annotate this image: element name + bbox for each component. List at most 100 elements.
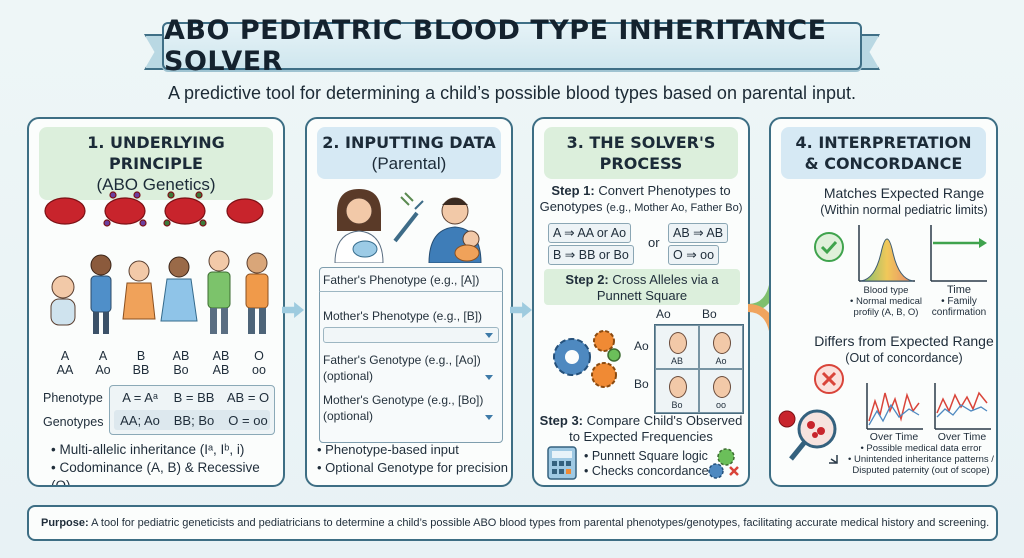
conversion-o: O ⇒ oo [668, 245, 720, 265]
step2-bg [544, 269, 740, 305]
panel-underlying-principle: 1. UNDERLYING PRINCIPLE (ABO Genetics) [27, 117, 285, 487]
punnett-cell: AB [655, 325, 699, 369]
bullet-item: • Multi-allelic inheritance (Iᵃ, Iᵇ, i) [51, 442, 245, 457]
punnett-row-1: Ao [634, 339, 649, 353]
geno-cell-2: BB; Bo [173, 413, 215, 428]
step2-text: Step 2: Cross Alleles via a Punnett Squa… [565, 272, 719, 303]
panel1-bullets: • Multi-allelic inheritance (Iᵃ, Iᵇ, i) … [51, 441, 283, 487]
chevron-down-icon[interactable] [485, 375, 493, 380]
blood-cells-illustration [44, 191, 264, 227]
time-line-chart [930, 225, 987, 282]
differ-subtitle: (Out of concordance) [845, 351, 963, 365]
punnett-row-2: Bo [634, 377, 649, 391]
differ-notes: • Possible medical data error• Unintende… [848, 443, 994, 476]
father-phenotype-label: Father's Phenotype (e.g., [A]) [323, 273, 480, 287]
antigen-cell-2 [103, 191, 147, 227]
over-time-chart-1 [866, 383, 923, 430]
genotype-row-bg [114, 410, 270, 430]
geno-cell-1: AA; Ao [120, 413, 160, 428]
check-icon [814, 232, 844, 262]
antigen-cell-3 [163, 191, 207, 227]
purpose-text: A tool for pediatric geneticists and ped… [91, 517, 990, 529]
punnett-cell: Bo [655, 369, 699, 413]
pheno-cell-2: B = BB [173, 390, 215, 405]
punnett-col-1: Ao [656, 307, 671, 321]
title-banner: ABO PEDIATRIC BLOOD TYPE INHERITANCE SOL… [162, 15, 862, 77]
subtitle: A predictive tool for determining a chil… [167, 83, 857, 103]
page-title: ABO PEDIATRIC BLOOD TYPE INHERITANCE SOL… [164, 15, 827, 77]
panel4-title-line2: & CONCORDANCE [804, 154, 963, 173]
gears-icon [553, 330, 621, 388]
children-illustration [50, 250, 269, 334]
conversion-a: A ⇒ AA or Ao [548, 223, 632, 243]
pheno-cell-1: A = Aᵃ [122, 390, 158, 405]
panel2-header: 2. INPUTTING DATA (Parental) [317, 127, 501, 179]
genotypes-row-label: Genotypes [43, 415, 104, 429]
divider [319, 291, 503, 292]
conversion-b: B ⇒ BB or Bo [548, 245, 634, 265]
punnett-cell: oo [699, 369, 743, 413]
match-subtitle: (Within normal pediatric limits) [820, 203, 988, 217]
cross-icon [814, 364, 844, 394]
panel1-subtitle: (ABO Genetics) [96, 175, 216, 194]
punnett-square: AB Ao Bo oo [654, 324, 744, 414]
step3-text: Step 3: Compare Child's Observed to Expe… [539, 413, 743, 444]
arrow-right-icon [510, 302, 532, 318]
mother-genotype-label: Mother's Genotype (e.g., [Bo]) [323, 393, 484, 407]
panel-interpretation: 4. INTERPRETATION & CONCORDANCE Matches … [769, 117, 998, 487]
geno-cell-3: O = oo [228, 413, 268, 428]
panel2-title: 2. INPUTTING DATA [322, 133, 496, 152]
mother-genotype-optional: (optional) [323, 409, 374, 423]
pheno-cell-3: AB = O [226, 390, 270, 405]
antigen-cell-4 [226, 198, 264, 224]
panel3-bullets: • Punnett Square logic • Checks concorda… [584, 449, 709, 479]
parental-input-form [319, 267, 503, 443]
mother-phenotype-label: Mother's Phenotype (e.g., [B]) [323, 309, 483, 323]
panel3-title-line2: PROCESS [599, 154, 683, 173]
child-figure-1 [50, 275, 76, 326]
bullet-item: • Punnett Square logic [584, 449, 708, 463]
panel3-title: 3. THE SOLVER'S [566, 133, 716, 152]
step1-text: Step 1: Convert Phenotypes to Genotypes … [539, 183, 743, 214]
child-figure-2 [90, 254, 112, 334]
purpose-banner: Purpose: A tool for pediatric geneticist… [27, 505, 998, 541]
bullet-item: • Checks concordance [584, 464, 709, 478]
calculator-icon [547, 446, 577, 480]
father-genotype-label: Father's Genotype (e.g., [Ao]) [323, 353, 481, 367]
conversion-ab: AB ⇒ AB [668, 223, 729, 243]
father-figure [428, 197, 482, 263]
panel-solver-process: 3. THE SOLVER'S PROCESS Step 1: Convert … [532, 117, 750, 487]
mother-figure [334, 189, 384, 263]
match-title: Matches Expected Range [823, 185, 985, 201]
chevron-down-icon[interactable] [485, 415, 493, 420]
child-figure-3 [122, 260, 156, 320]
or-text: or [648, 235, 660, 250]
magnifier-cells-icon [778, 409, 838, 464]
father-genotype-optional: (optional) [323, 369, 374, 383]
mother-phenotype-select[interactable] [323, 327, 499, 343]
phenotype-row-label: Phenotype [43, 391, 103, 405]
punnett-cell: Ao [699, 325, 743, 369]
chevron-down-icon[interactable] [485, 333, 493, 338]
panel2-subtitle: (Parental) [371, 154, 447, 173]
syringe-icon [393, 192, 424, 243]
panel1-header: 1. UNDERLYING PRINCIPLE (ABO Genetics) [39, 127, 273, 200]
over-time-label-2: Over Time [937, 431, 987, 443]
panel3-header: 3. THE SOLVER'S PROCESS [544, 127, 738, 179]
parents-illustration [334, 189, 482, 263]
bullet-item: • Codominance (A, B) & Recessive (O) [51, 460, 260, 487]
child-figure-5 [207, 250, 231, 334]
over-time-chart-2 [934, 383, 991, 430]
child-figure-4 [160, 256, 198, 322]
panel1-title: 1. UNDERLYING PRINCIPLE [87, 133, 225, 173]
punnett-col-2: Bo [702, 307, 717, 321]
differ-title: Differs from Expected Range [814, 333, 994, 349]
